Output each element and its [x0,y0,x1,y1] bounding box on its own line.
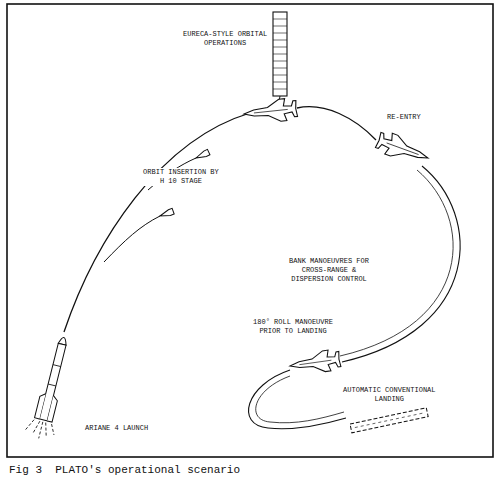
array-panel-seam [273,82,287,83]
phase-label: EURECA-STYLE ORBITAL OPERATIONS [180,30,270,48]
rolling-orbiter [289,349,342,377]
figure-caption: Fig 3 PLATO's operational scenario [9,464,240,477]
stage-separation-path [104,216,160,262]
phase-label: 180° ROLL MANOEUVRE PRIOR TO LANDING [250,318,336,336]
reentry-vehicle [374,130,431,169]
array-panel-seam [273,75,287,76]
approach-path-edge [256,376,344,423]
solar-array [273,12,287,108]
spent-stage [159,208,174,218]
array-panel-seam [273,89,287,90]
phase-label: ARIANE 4 LAUNCH [82,424,151,433]
array-panel-seam [273,19,287,20]
orbiter-in-orbit [243,98,298,125]
phase-label: RE-ENTRY [384,113,424,122]
array-panel-seam [273,68,287,69]
array-panel-seam [273,33,287,34]
array-panel-seam [273,26,287,27]
h10-stage [195,149,210,160]
ariane-rocket [24,334,77,442]
phase-label: BANK MANOEUVRES FOR CROSS-RANGE & DISPER… [286,257,372,283]
array-panel-seam [273,40,287,41]
approach-path [249,370,346,429]
array-panel-seam [273,47,287,48]
ascent-trajectory [64,113,250,332]
figure-frame [7,4,493,457]
runway [350,408,428,433]
phase-label: AUTOMATIC CONVENTIONAL LANDING [340,386,439,404]
array-panel-seam [273,54,287,55]
array-panel-seam [273,61,287,62]
phase-label: ORBIT INSERTION BY H 10 STAGE [140,168,222,186]
orbit-arc [297,107,376,140]
